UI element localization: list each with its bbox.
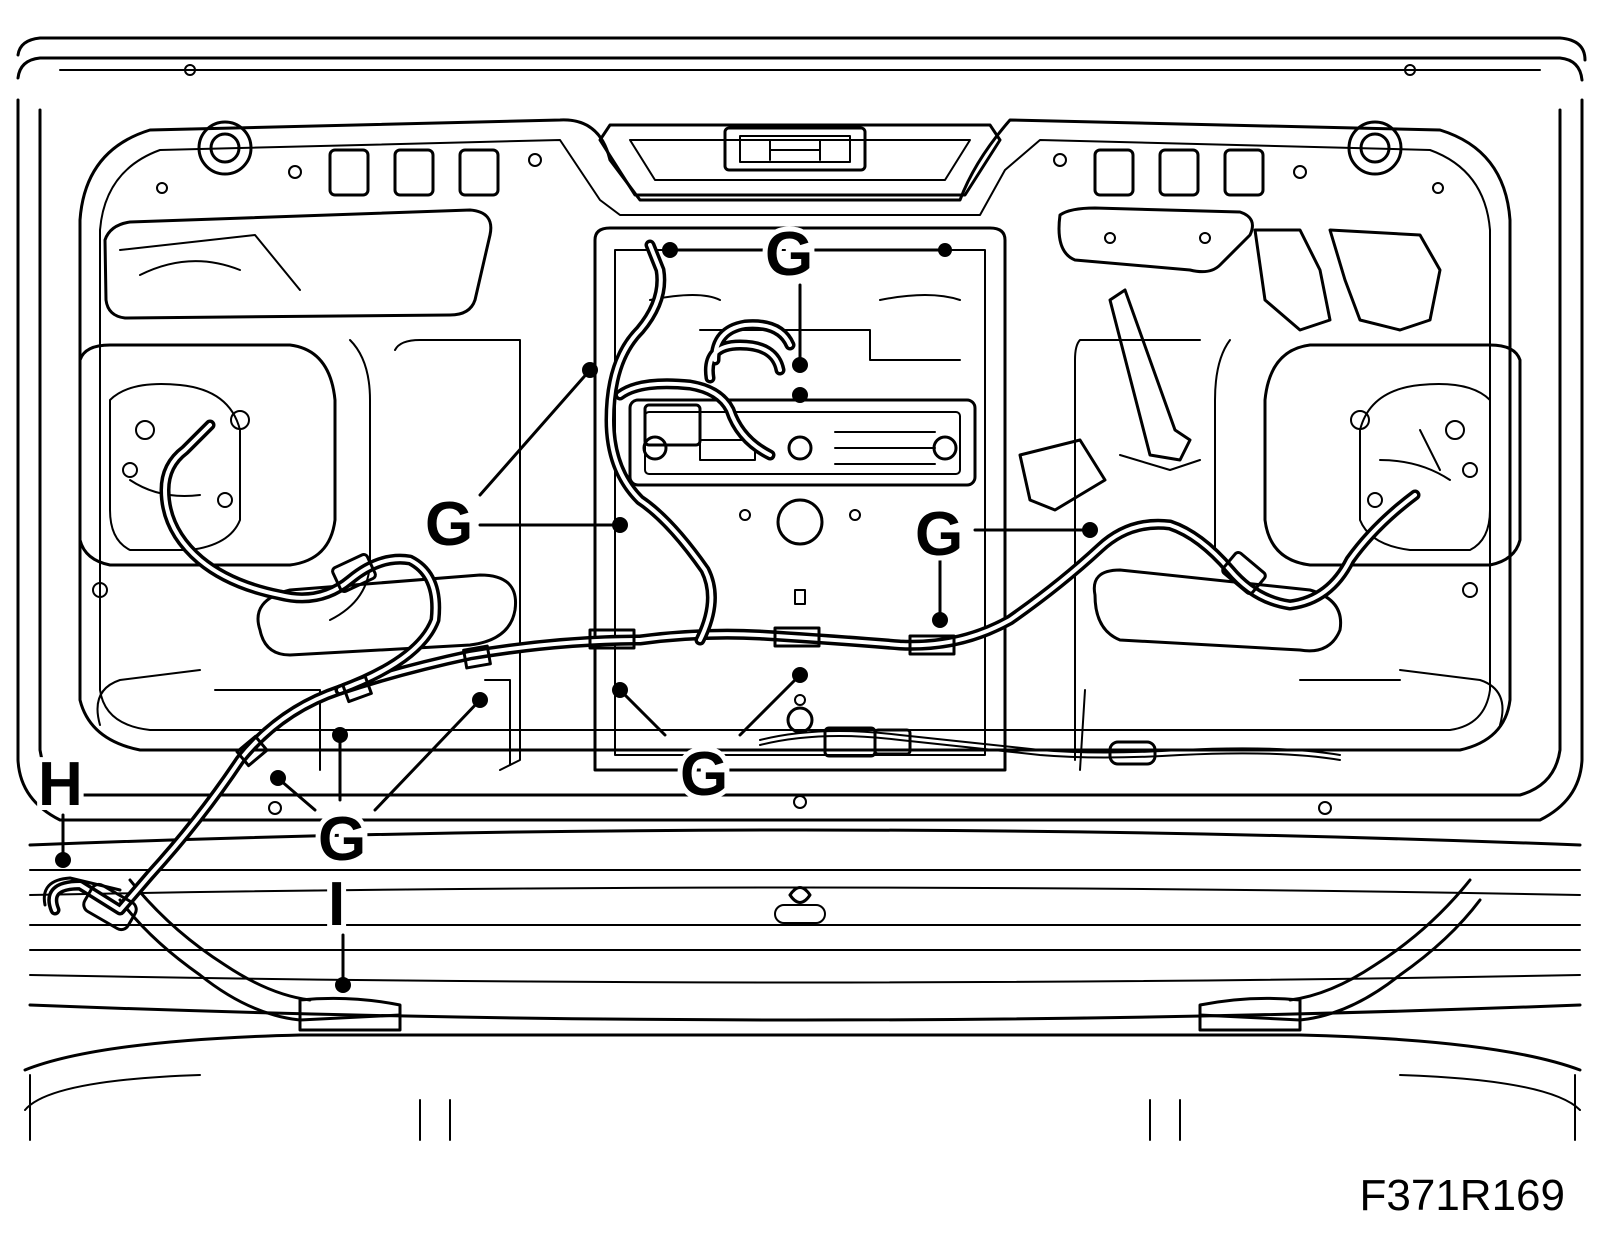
callout-g-left: G <box>425 490 473 559</box>
callout-i: I <box>328 870 345 939</box>
right-lamp-housing <box>1263 343 1522 567</box>
wiring-harness <box>42 239 1421 932</box>
callout-leaders <box>55 242 1098 993</box>
top-ribs <box>156 64 1444 197</box>
left-lamp-housing <box>78 343 337 567</box>
callout-g-bottom-center: G <box>680 740 728 809</box>
figure-code: F371R169 <box>1360 1171 1565 1220</box>
callout-h: H <box>38 750 83 819</box>
callout-labels: G G G G G H I <box>33 215 968 944</box>
callout-g-right: G <box>915 500 963 569</box>
callout-g-top: G <box>765 220 813 289</box>
tailgate-body <box>16 36 1587 1141</box>
callout-g-bottom-left: G <box>318 805 366 874</box>
